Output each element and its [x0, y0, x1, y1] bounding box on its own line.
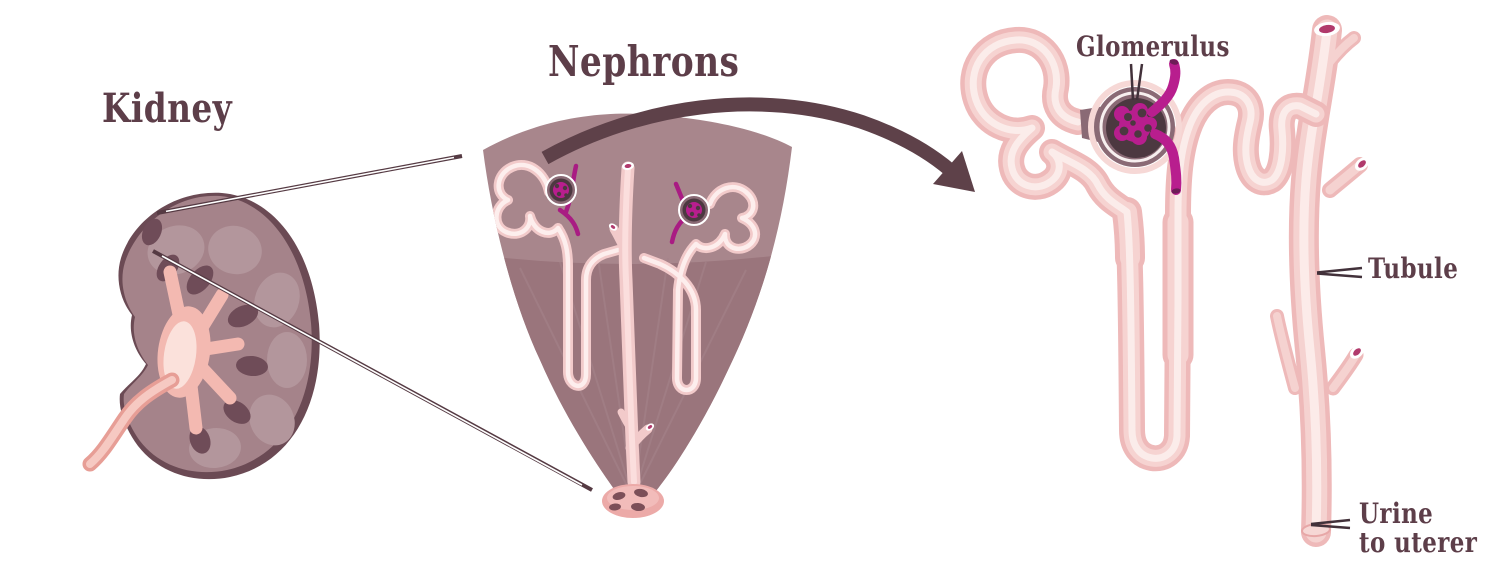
cone-medulla — [483, 253, 792, 506]
urine-label-line2: to uterer — [1359, 526, 1478, 559]
nephron-tubule — [960, 26, 1329, 472]
cone-nephron-right — [639, 181, 761, 395]
cone-papilla — [602, 484, 664, 518]
cone-collecting-duct — [608, 161, 655, 489]
glomerulus-capsule — [1080, 59, 1182, 195]
kidney-title: Kidney — [102, 85, 233, 132]
nephron-detail — [960, 15, 1369, 547]
glomerulus-label: Glomerulus — [1076, 30, 1230, 63]
cone-glomerulus-right — [669, 181, 710, 245]
urine-label-line1: Urine — [1359, 497, 1434, 530]
glomerulus-tuft — [1114, 103, 1157, 145]
tubule-label: Tubule — [1368, 252, 1459, 285]
kidney-pyramids — [141, 218, 268, 454]
glomerulus-pointer — [1129, 63, 1144, 101]
urine-pointer — [1310, 518, 1351, 530]
cone-nephron-left — [491, 160, 623, 391]
magnify-arrow — [541, 97, 975, 192]
nephron-cone — [483, 113, 792, 518]
efferent-arteriole — [1147, 59, 1181, 117]
urine-to-ureter-label: Urine to uterer — [1359, 499, 1477, 557]
afferent-arteriole — [1150, 129, 1182, 195]
kidney-pointer-lines — [152, 154, 593, 492]
cone-glomerulus-left — [545, 163, 581, 237]
tubule-pointer — [1316, 266, 1363, 279]
nephrons-title: Nephrons — [548, 37, 740, 86]
kidney-illustration — [82, 192, 320, 480]
ureter — [82, 372, 180, 472]
